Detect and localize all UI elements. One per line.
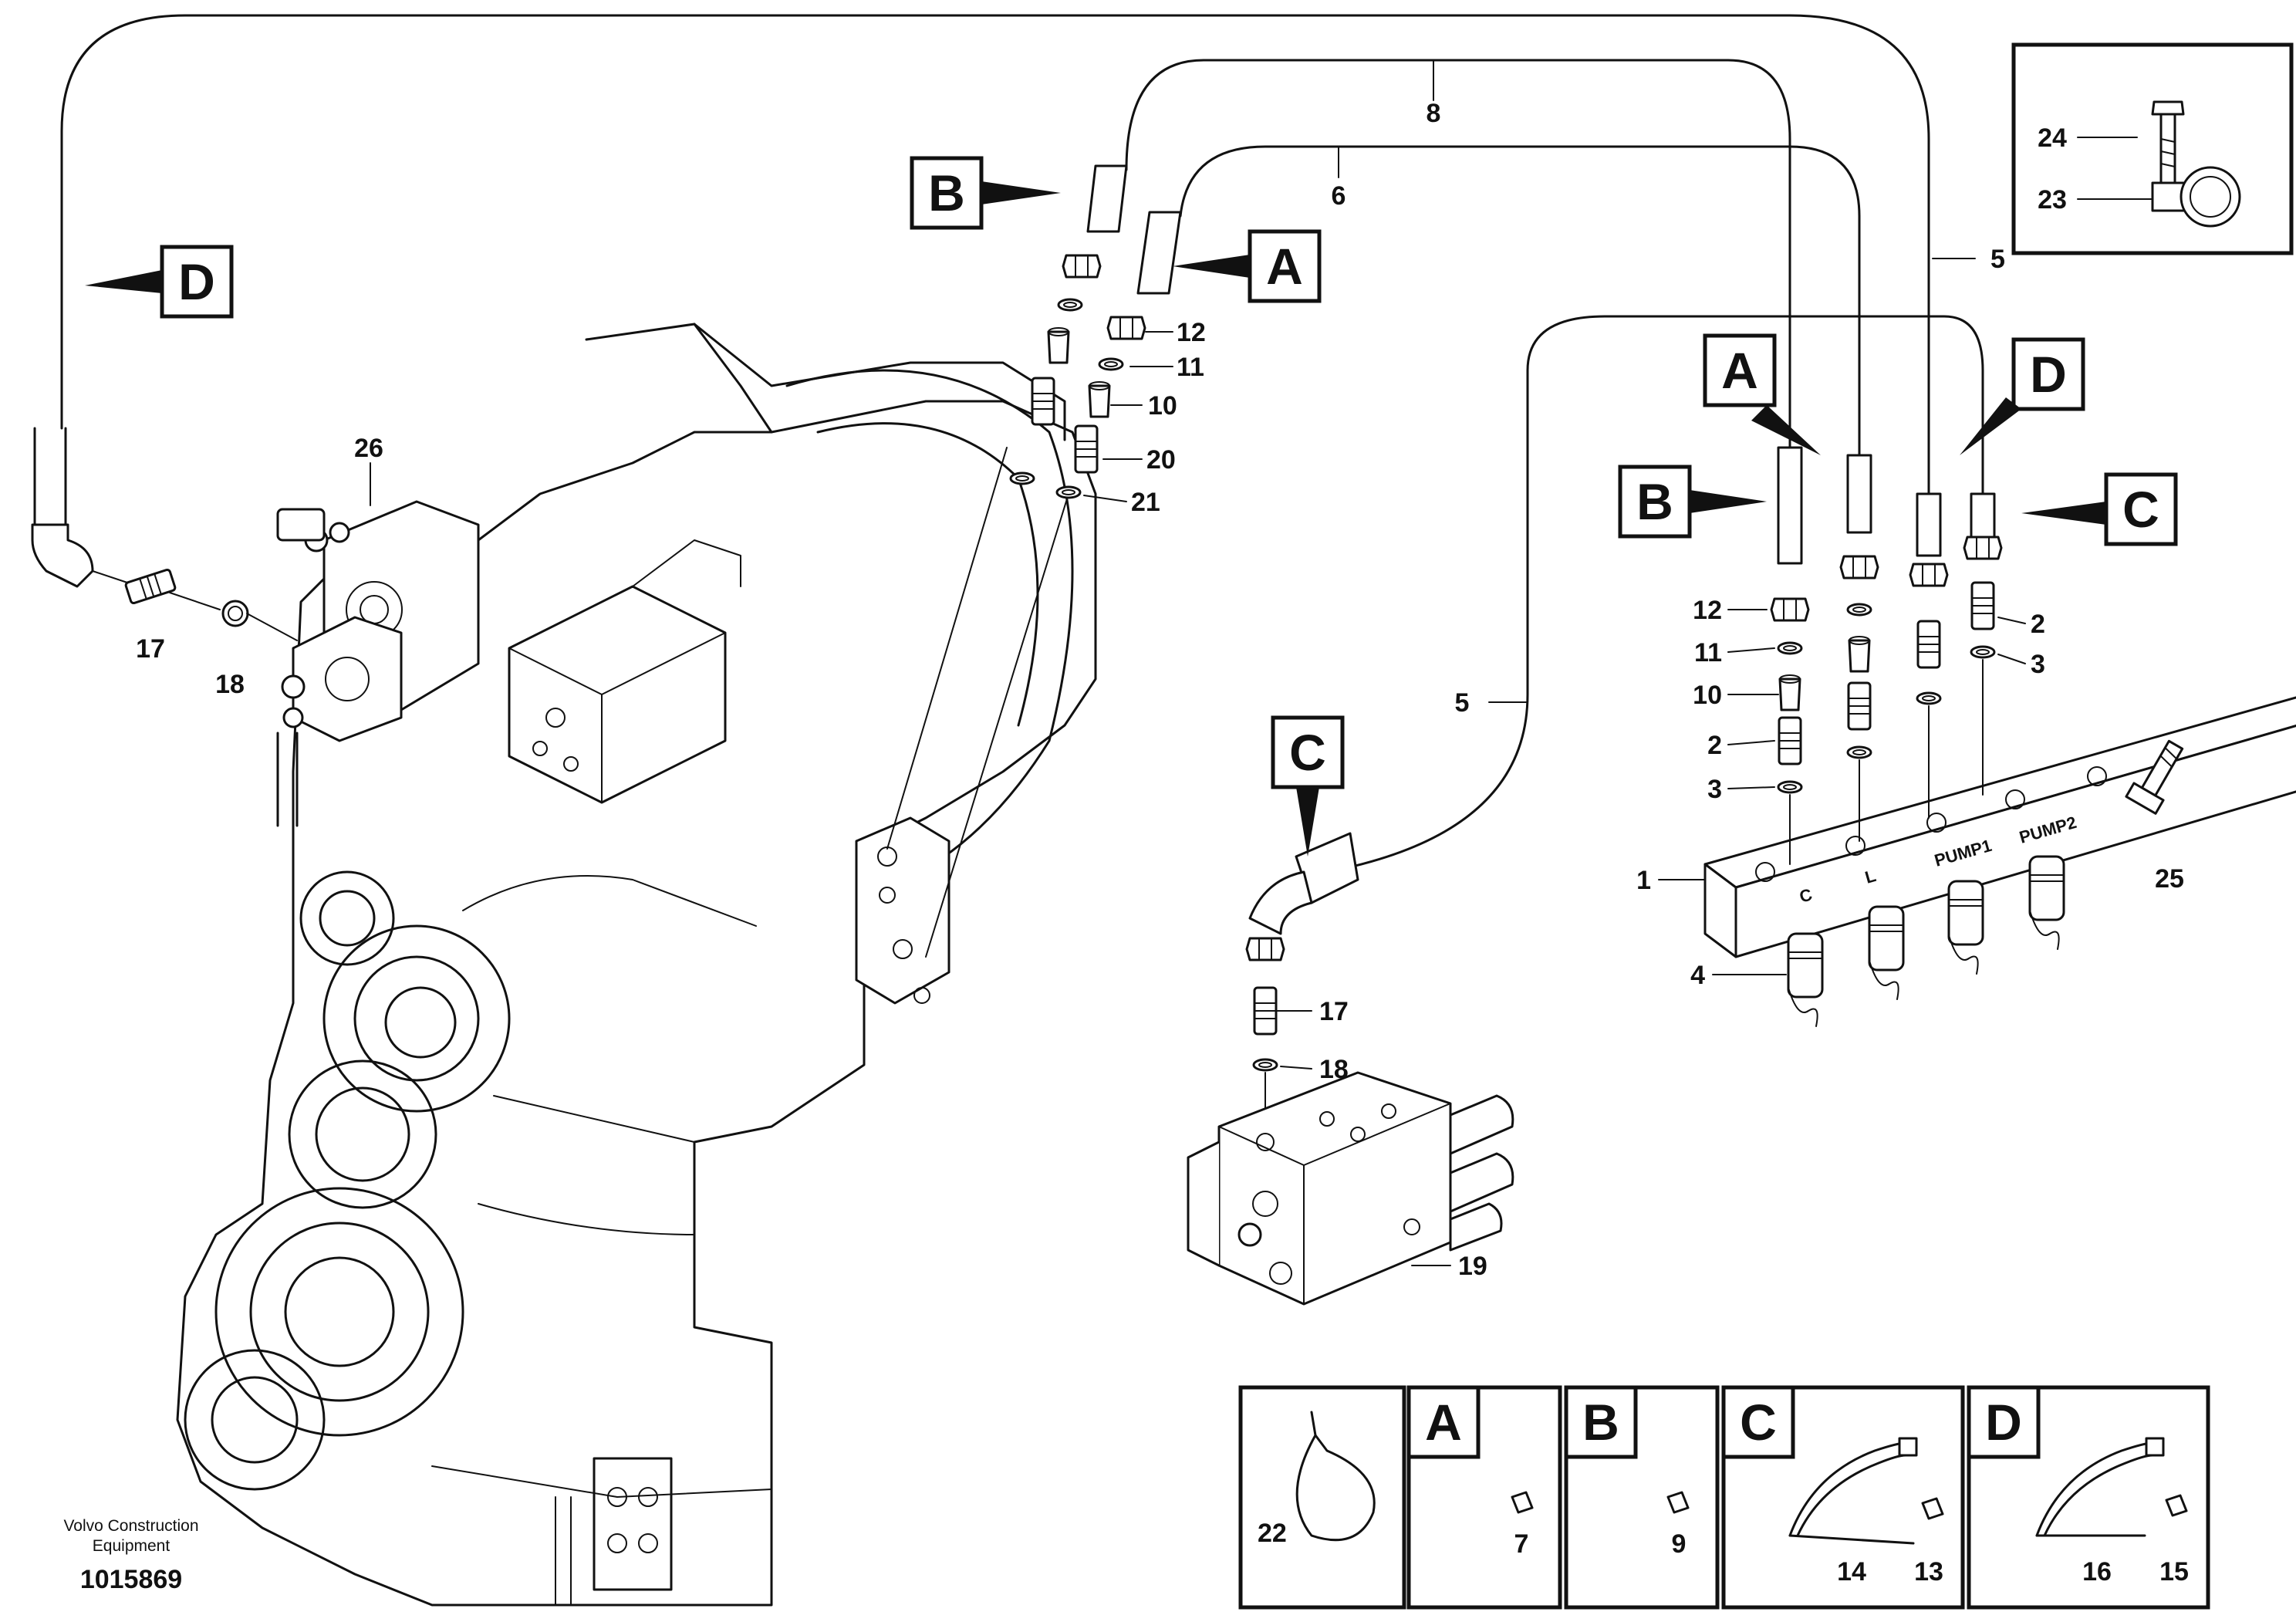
kit-letter-c: C <box>1740 1394 1777 1451</box>
arrow-c-center <box>1296 787 1319 857</box>
callout-2-left: 2 <box>1707 731 1722 760</box>
callout-18-center: 18 <box>1319 1055 1349 1084</box>
ref-letter-c-right: C <box>2122 481 2159 538</box>
distribution-block: C L PUMP1 PUMP2 <box>1703 696 2296 1028</box>
callout-2-right: 2 <box>2031 610 2045 639</box>
hose-lines <box>33 14 1984 958</box>
transmission-housing <box>176 323 1097 1607</box>
callout-12-top: 12 <box>1177 318 1206 347</box>
ref-box-b-right <box>1618 465 1692 539</box>
callout-10-right: 10 <box>1693 681 1722 710</box>
callout-17-center: 17 <box>1319 997 1349 1026</box>
callout-17-left: 17 <box>136 634 165 664</box>
kit-boxes <box>1238 1385 2210 1610</box>
kit-letter-a: A <box>1425 1394 1462 1451</box>
arrow-b-right <box>1690 490 1767 513</box>
callout-16: 16 <box>2082 1557 2112 1587</box>
publisher-line-2: Equipment <box>93 1537 171 1555</box>
callout-5-top: 5 <box>1990 245 2005 274</box>
callout-8: 8 <box>1427 99 1441 128</box>
callout-3-right: 3 <box>2031 650 2045 679</box>
callout-23: 23 <box>2038 185 2067 215</box>
callout-15: 15 <box>2159 1557 2189 1587</box>
callout-3-left: 3 <box>1707 775 1722 804</box>
kit-letter-d: D <box>1985 1394 2022 1451</box>
callout-11-top: 11 <box>1177 353 1204 382</box>
arrow-d-left <box>85 270 162 293</box>
callout-10-top: 10 <box>1148 391 1177 421</box>
arrow-b-top <box>981 181 1061 204</box>
callout-4: 4 <box>1690 961 1705 990</box>
arrow-d-right <box>1960 397 2021 455</box>
reference-markers: D B A A D B C C A B C D <box>85 156 2178 1451</box>
footer: Volvo Construction Equipment 1015869 <box>63 1517 198 1594</box>
callout-numbers: 8 6 5 24 23 12 11 10 20 21 26 17 18 5 12… <box>136 99 2189 1587</box>
callout-9: 9 <box>1672 1529 1687 1559</box>
callout-13: 13 <box>1914 1557 1943 1587</box>
valve-assembly <box>1187 832 1514 1306</box>
callout-21: 21 <box>1131 488 1160 517</box>
ref-letter-c-center: C <box>1289 724 1326 781</box>
callout-14: 14 <box>1837 1557 1866 1587</box>
callout-20: 20 <box>1146 445 1176 475</box>
block-fittings <box>1770 446 2003 865</box>
ref-letter-a-top: A <box>1266 238 1303 295</box>
arrow-a-top <box>1173 255 1250 278</box>
callout-24: 24 <box>2038 123 2067 153</box>
clip-detail <box>2011 42 2294 255</box>
kit-letter-b: B <box>1582 1394 1619 1451</box>
ref-box-d-right <box>2011 337 2085 411</box>
ref-letter-b-top: B <box>928 164 965 221</box>
ref-box-a-top <box>1248 229 1322 303</box>
callout-18-left: 18 <box>215 670 245 699</box>
publisher-line-1: Volvo Construction <box>63 1517 198 1535</box>
callout-12-right: 12 <box>1693 596 1722 625</box>
callout-5-mid: 5 <box>1455 688 1470 718</box>
upper-center-fittings <box>1009 164 1182 499</box>
arrow-c-right <box>2021 502 2106 525</box>
callout-6: 6 <box>1332 181 1346 211</box>
ref-letter-b-right: B <box>1636 473 1673 530</box>
document-number: 1015869 <box>80 1565 182 1594</box>
callout-19: 19 <box>1458 1252 1487 1281</box>
leader-lines <box>370 59 2153 1266</box>
port-label-l: L <box>1862 866 1878 887</box>
port-label-c: C <box>1797 884 1814 906</box>
callout-26: 26 <box>354 434 383 463</box>
callout-7: 7 <box>1514 1529 1529 1559</box>
ref-letter-a-right: A <box>1721 342 1758 399</box>
ref-box-a-right <box>1703 333 1777 407</box>
callout-25: 25 <box>2155 864 2184 894</box>
callout-22: 22 <box>1258 1519 1287 1548</box>
callout-1: 1 <box>1636 866 1651 895</box>
ref-letter-d-left: D <box>178 253 215 310</box>
callout-11-right: 11 <box>1694 638 1722 667</box>
ref-letter-d-right: D <box>2030 346 2067 403</box>
left-fittings <box>31 523 298 641</box>
arrow-a-right <box>1751 405 1821 455</box>
